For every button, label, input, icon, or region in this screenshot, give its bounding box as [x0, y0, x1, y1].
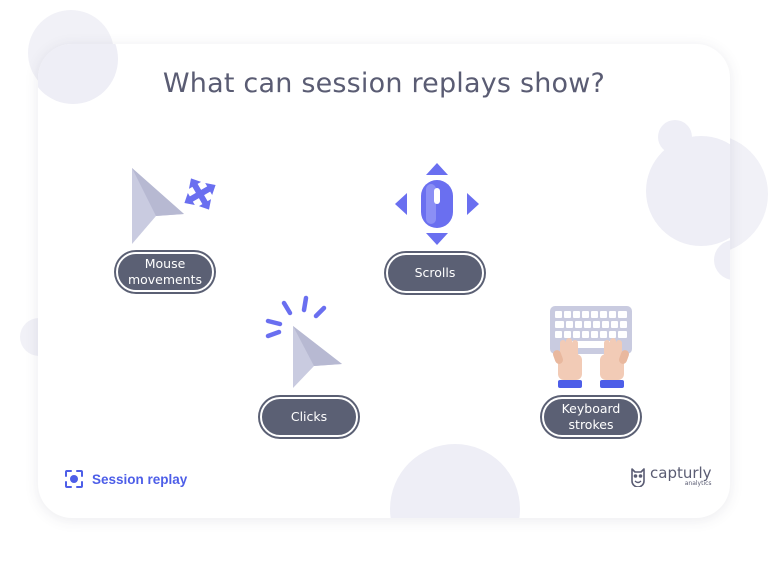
owl-logo-icon	[631, 467, 645, 487]
scrolls-text: Scrolls	[414, 265, 456, 280]
keyboard-strokes-label: Keyboard strokes	[542, 397, 640, 437]
keyboard-strokes-line2: strokes	[568, 417, 614, 432]
scroll-mouse-icon	[395, 163, 479, 245]
mouse-movements-label: Mouse movements	[116, 252, 214, 292]
keyboard-hands-icon	[550, 306, 632, 388]
mouse-movements-line1: Mouse	[144, 256, 186, 271]
infographic-card	[38, 44, 730, 518]
scrolls-label: Scrolls	[386, 253, 484, 293]
session-replay-tag: Session replay	[64, 469, 187, 489]
card-circle-right	[646, 136, 730, 246]
card-circle-bottom	[390, 444, 520, 518]
session-replay-icon	[65, 470, 83, 488]
brand-name: capturly	[650, 464, 712, 482]
card-circle-mid-right	[714, 240, 730, 280]
click-cursor-icon	[265, 295, 342, 388]
session-replay-label: Session replay	[92, 471, 188, 487]
brand-subtitle: analytics	[684, 480, 712, 487]
mouse-movements-line2: movements	[127, 272, 203, 287]
capturly-logo: capturly analytics	[630, 466, 712, 487]
page-title: What can session replays show?	[162, 68, 606, 99]
mouse-movement-icon	[132, 168, 216, 244]
clicks-text: Clicks	[290, 409, 328, 424]
keyboard-strokes-line1: Keyboard	[561, 401, 621, 416]
clicks-label: Clicks	[260, 397, 358, 437]
